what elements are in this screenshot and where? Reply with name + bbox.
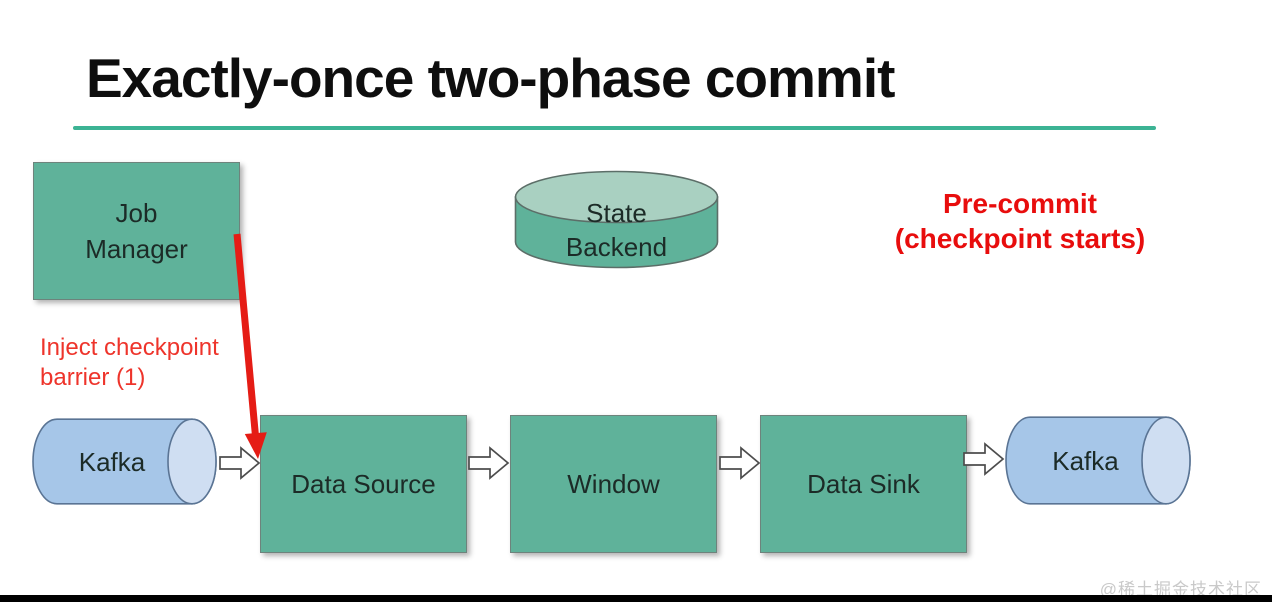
- node-window: Window: [510, 415, 717, 553]
- flow-arrow-icon: [719, 446, 761, 480]
- kafka-cylinder-icon: [1005, 416, 1191, 505]
- node-kafka-source-label: Kafka: [78, 446, 146, 477]
- inject-barrier-line2: barrier (1): [40, 364, 146, 391]
- node-job-manager-label: Job Manager: [85, 198, 188, 264]
- annotation-pre-commit: Pre-commit (checkpoint starts): [878, 186, 1162, 256]
- node-state-backend-label: State Backend: [565, 198, 668, 262]
- inject-barrier-line1: Inject checkpoint: [40, 334, 219, 361]
- database-cylinder-icon: [514, 170, 719, 269]
- node-kafka-source: Kafka: [32, 418, 217, 505]
- annotation-inject-barrier: Inject checkpoint barrier (1): [40, 333, 270, 393]
- node-state-backend: State Backend: [513, 170, 720, 270]
- node-kafka-sink: Kafka: [1005, 416, 1191, 505]
- flow-arrow-icon: [963, 442, 1005, 476]
- kafka-cylinder-icon: [32, 418, 217, 505]
- slide-title: Exactly-once two-phase commit: [86, 47, 895, 109]
- node-window-label: Window: [567, 469, 660, 499]
- node-data-sink: Data Sink: [760, 415, 967, 553]
- node-data-source: Data Source: [260, 415, 467, 553]
- flow-arrow-icon: [219, 446, 261, 480]
- title-underline: [73, 126, 1156, 130]
- pre-commit-line1: Pre-commit: [942, 188, 1098, 219]
- node-kafka-sink-label: Kafka: [1052, 445, 1119, 476]
- watermark: @稀土掘金技术社区: [1099, 580, 1262, 599]
- node-job-manager: Job Manager: [33, 162, 240, 300]
- flow-arrow-icon: [468, 446, 510, 480]
- pre-commit-line2: (checkpoint starts): [894, 223, 1146, 254]
- node-data-source-label: Data Source: [291, 469, 436, 499]
- bottom-bar: [0, 595, 1272, 602]
- node-data-sink-label: Data Sink: [807, 469, 920, 499]
